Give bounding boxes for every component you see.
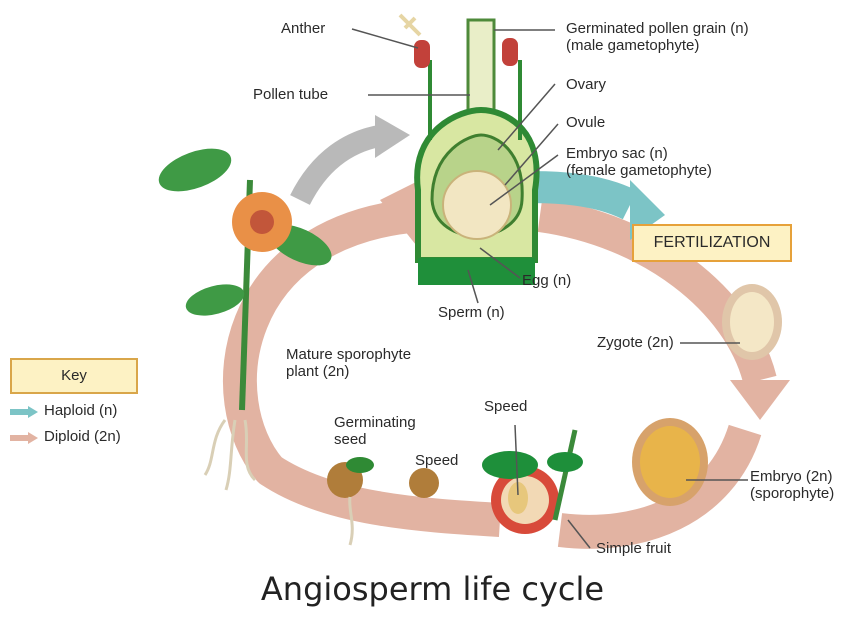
speed-top-label: Speed: [484, 398, 527, 415]
speed-left-label: Speed: [415, 452, 458, 469]
embryo-sac-label: Embryo sac (n) (female gametophyte): [566, 145, 712, 179]
diagram-title: Angiosperm life cycle: [0, 570, 865, 608]
diploid-arrow-icon: [10, 432, 38, 444]
anther-label: Anther: [281, 20, 325, 37]
zygote-label: Zygote (2n): [597, 334, 674, 351]
haploid-arrow-icon: [10, 406, 38, 418]
embryo-label: Embryo (2n) (sporophyte): [750, 468, 834, 502]
grey-arrow: [300, 115, 410, 200]
embryo-illustration: [632, 418, 708, 506]
sperm-label: Sperm (n): [438, 304, 505, 321]
ovary-label: Ovary: [566, 76, 606, 93]
diploid-label: Diploid (2n): [44, 428, 121, 445]
germinating-seed-label: Germinating seed: [334, 414, 416, 448]
pollen-tube-label: Pollen tube: [253, 86, 328, 103]
zygote-illustration: [722, 284, 782, 360]
mature-sporophyte-label: Mature sporophyte plant (2n): [286, 346, 411, 380]
fertilization-label: FERTILIZATION: [632, 224, 792, 262]
carpel-illustration: [400, 15, 537, 285]
ovule-label: Ovule: [566, 114, 605, 131]
simple-fruit-label: Simple fruit: [596, 540, 671, 557]
key-title: Key: [10, 358, 138, 394]
seed-illustration: [409, 468, 439, 498]
germinated-pollen-label: Germinated pollen grain (n) (male gameto…: [566, 20, 749, 54]
egg-label: Egg (n): [522, 272, 571, 289]
haploid-label: Haploid (n): [44, 402, 117, 419]
